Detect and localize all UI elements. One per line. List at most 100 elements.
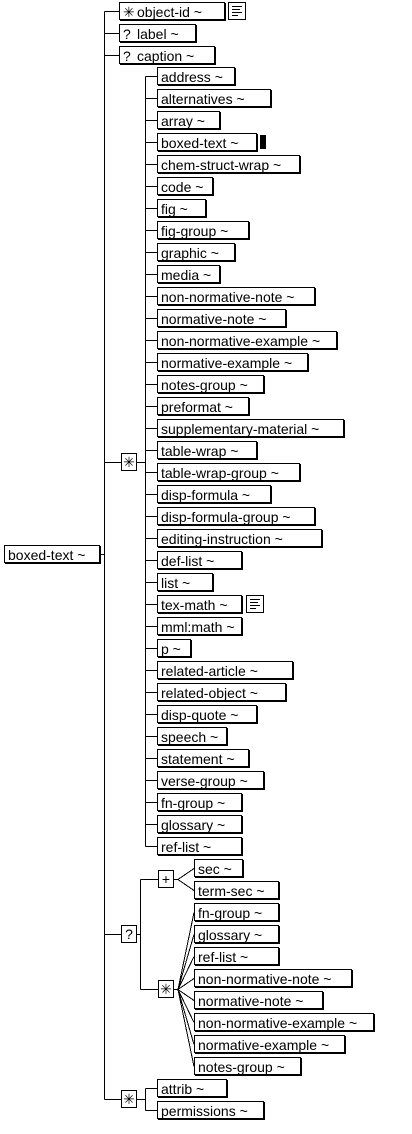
connector-line (177, 956, 195, 990)
optional-icon: ? (123, 26, 131, 42)
choice-item[interactable]: normative-example ~ (157, 353, 308, 371)
node-label: table-wrap ~ (161, 443, 239, 459)
node-label: fig ~ (161, 201, 188, 217)
node-label: attrib ~ (161, 1081, 205, 1097)
node-label: chem-struct-wrap ~ (161, 157, 282, 173)
choice-item[interactable]: boxed-text ~ (157, 133, 257, 151)
back-item[interactable]: non-normative-note ~ (194, 969, 352, 987)
node-label: p ~ (161, 641, 181, 657)
node-label: editing-instruction ~ (161, 531, 283, 547)
node-caption[interactable]: ? caption ~ (119, 46, 215, 64)
choice-item[interactable]: disp-formula ~ (157, 485, 271, 503)
choice-item[interactable]: media ~ (157, 265, 220, 283)
choice-item[interactable]: mml:math ~ (157, 617, 242, 635)
connector-line (177, 989, 195, 1023)
back-item[interactable]: glossary ~ (194, 925, 279, 943)
node-label: disp-quote ~ (161, 707, 239, 723)
node-label-element[interactable]: ? label ~ (119, 24, 196, 42)
back-item[interactable]: normative-note ~ (194, 991, 323, 1009)
choice-item[interactable]: list ~ (157, 573, 213, 591)
node-label: related-article ~ (161, 663, 258, 679)
choice-item[interactable]: fig-group ~ (157, 221, 249, 239)
node-label: def-list ~ (161, 553, 215, 569)
choice-item[interactable]: related-article ~ (157, 661, 293, 679)
node-label: glossary ~ (198, 927, 263, 943)
choice-zero-or-more-icon: ✳ (121, 453, 137, 471)
node-label: supplementary-material ~ (161, 421, 320, 437)
node-label: list ~ (161, 575, 191, 591)
choice-item[interactable]: disp-formula-group ~ (157, 507, 315, 525)
back-item[interactable]: non-normative-example ~ (194, 1013, 374, 1031)
optional-icon: ? (123, 48, 131, 64)
choice-item[interactable]: notes-group ~ (157, 375, 264, 393)
tail-item[interactable]: permissions ~ (157, 1101, 264, 1119)
back-item[interactable]: ref-list ~ (194, 947, 279, 965)
choice-item[interactable]: non-normative-example ~ (157, 331, 337, 349)
back-item[interactable]: notes-group ~ (194, 1057, 301, 1075)
choice-item[interactable]: table-wrap ~ (157, 441, 257, 459)
connector-line (177, 989, 195, 1067)
back-item[interactable]: normative-example ~ (194, 1035, 345, 1053)
node-label: object-id ~ (137, 4, 202, 20)
choice-item[interactable]: tex-math ~ (157, 595, 242, 613)
node-label: table-wrap-group ~ (161, 465, 279, 481)
optional-group-icon: ? (121, 925, 137, 943)
choice-item[interactable]: editing-instruction ~ (157, 529, 322, 547)
connector-line (177, 989, 195, 1045)
recursion-marker-icon (260, 135, 266, 149)
node-label: non-normative-example ~ (198, 1015, 358, 1031)
choice-item[interactable]: disp-quote ~ (157, 705, 257, 723)
node-label: code ~ (161, 179, 204, 195)
choice-item[interactable]: chem-struct-wrap ~ (157, 155, 300, 173)
node-label: mml:math ~ (161, 619, 235, 635)
choice-item[interactable]: def-list ~ (157, 551, 242, 569)
back-zero-or-more-icon: ✳ (158, 980, 174, 998)
connector-line (177, 934, 195, 990)
node-label: caption ~ (137, 48, 195, 64)
node-label: disp-formula-group ~ (161, 509, 291, 525)
node-label: verse-group ~ (161, 773, 248, 789)
documentation-icon[interactable] (246, 595, 264, 613)
root-label: boxed-text ~ (8, 547, 86, 563)
node-label: ref-list ~ (161, 839, 212, 855)
choice-item[interactable]: speech ~ (157, 727, 227, 745)
node-label: fig-group ~ (161, 223, 229, 239)
node-label: disp-formula ~ (161, 487, 251, 503)
connector-line (177, 978, 195, 990)
node-label: normative-example ~ (198, 1037, 330, 1053)
choice-item[interactable]: table-wrap-group ~ (157, 463, 300, 481)
tail-item[interactable]: attrib ~ (157, 1079, 227, 1097)
root-node[interactable]: boxed-text ~ (4, 545, 100, 563)
choice-item[interactable]: verse-group ~ (157, 771, 264, 789)
back-item[interactable]: fn-group ~ (194, 903, 279, 921)
choice-item[interactable]: statement ~ (157, 749, 249, 767)
choice-item[interactable]: non-normative-note ~ (157, 287, 315, 305)
node-label: term-sec ~ (198, 883, 265, 899)
choice-item[interactable]: related-object ~ (157, 683, 286, 701)
node-object-id[interactable]: ✳object-id ~ (119, 2, 225, 20)
node-label: alternatives ~ (161, 91, 245, 107)
choice-item[interactable]: ref-list ~ (157, 837, 242, 855)
choice-item[interactable]: fig ~ (157, 199, 206, 217)
choice-item[interactable]: preformat ~ (157, 397, 249, 415)
zero-or-more-icon: ✳ (123, 4, 135, 20)
choice-item[interactable]: normative-note ~ (157, 309, 286, 327)
documentation-icon[interactable] (228, 2, 246, 20)
node-label: non-normative-example ~ (161, 333, 321, 349)
choice-item[interactable]: graphic ~ (157, 243, 235, 261)
choice-item[interactable]: address ~ (157, 67, 235, 85)
node-label: normative-note ~ (198, 993, 304, 1009)
choice-item[interactable]: alternatives ~ (157, 89, 271, 107)
sec-item[interactable]: term-sec ~ (194, 881, 279, 899)
connector-line (177, 989, 195, 1001)
choice-item[interactable]: glossary ~ (157, 815, 242, 833)
choice-item[interactable]: array ~ (157, 111, 220, 129)
choice-item[interactable]: code ~ (157, 177, 213, 195)
sec-item[interactable]: sec ~ (194, 859, 243, 877)
node-label: media ~ (161, 267, 212, 283)
node-label: label ~ (137, 26, 179, 42)
choice-item[interactable]: supplementary-material ~ (157, 419, 344, 437)
choice-item[interactable]: p ~ (157, 639, 191, 657)
choice-item[interactable]: fn-group ~ (157, 793, 242, 811)
